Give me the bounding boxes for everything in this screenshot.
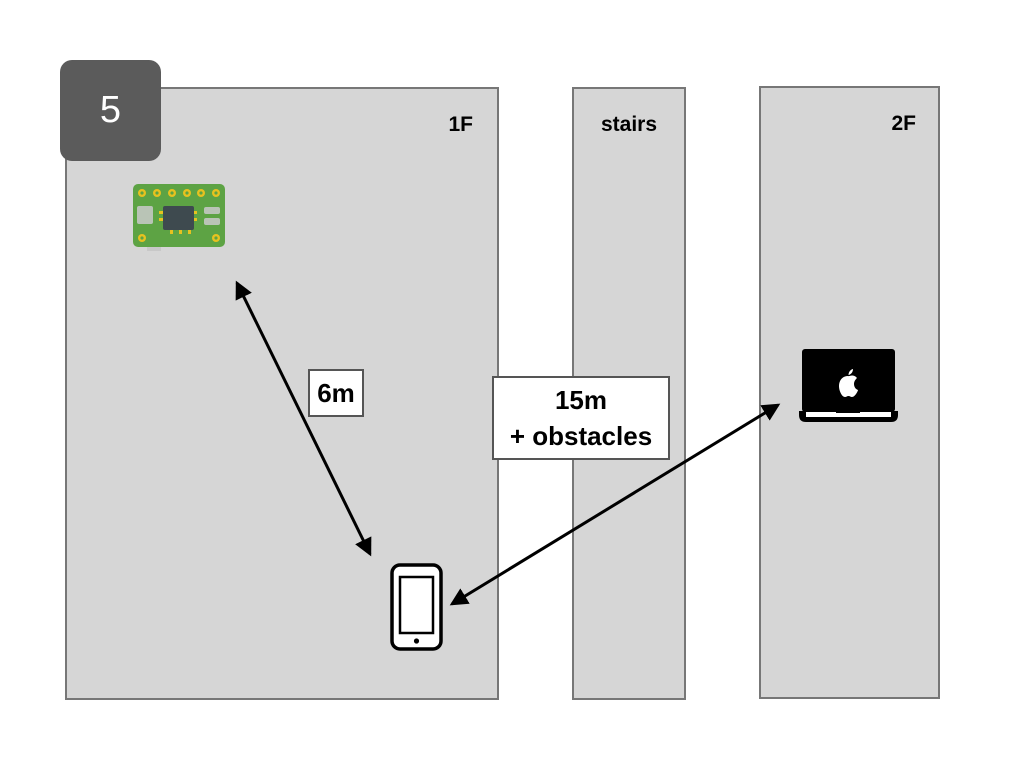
- distance-label-15m: 15m + obstacles: [492, 376, 670, 460]
- step-number-badge: 5: [60, 60, 161, 161]
- distance-label-6m-text: 6m: [317, 377, 355, 408]
- distance-label-6m: 6m: [308, 369, 364, 417]
- room-1f: 1F: [65, 87, 499, 700]
- distance-label-15m-line2: + obstacles: [509, 421, 653, 451]
- room-2f: 2F: [759, 86, 940, 699]
- room-label-2f: 2F: [891, 112, 916, 135]
- room-label-1f: 1F: [448, 113, 473, 136]
- room-label-stairs: stairs: [600, 113, 658, 136]
- distance-label-15m-line1: 15m: [554, 385, 608, 415]
